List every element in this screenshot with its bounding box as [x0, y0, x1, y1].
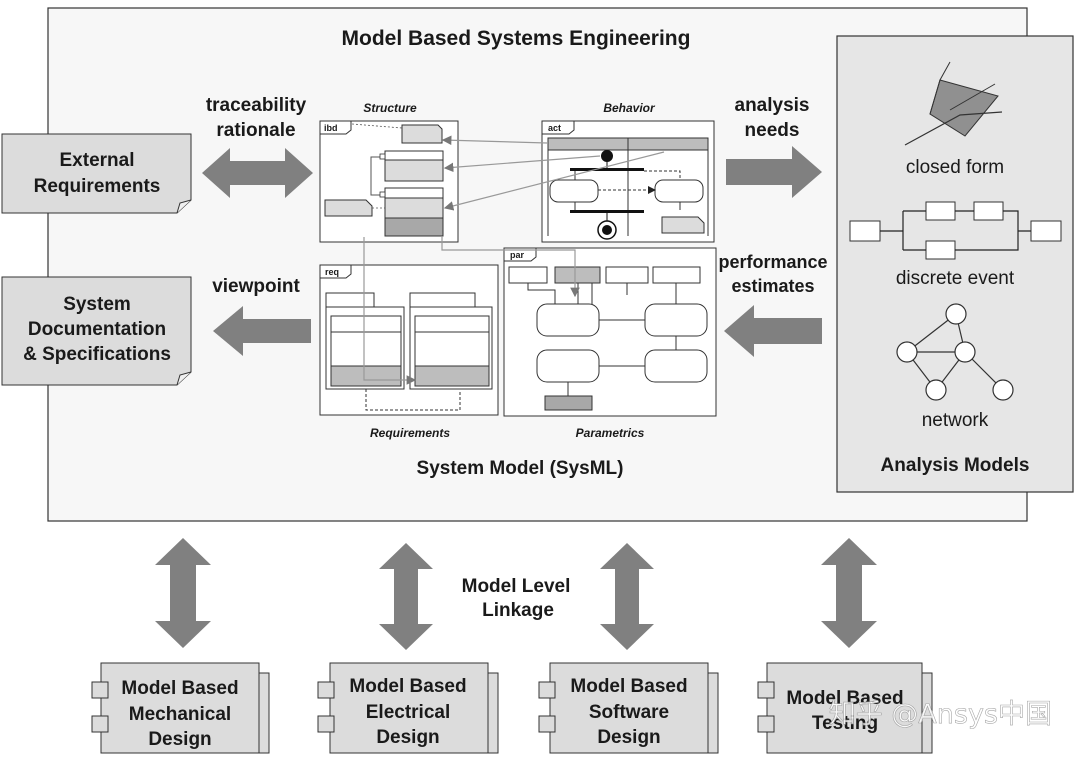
viewpoint-arrow: [213, 306, 311, 356]
mechanical-design-box: Model Based Mechanical Design: [91, 662, 270, 754]
linkage-arrow-testing: [821, 538, 877, 648]
testing-box: Model Based Testing: [757, 662, 933, 754]
linkage-arrow-electrical: [379, 543, 433, 650]
act-tag: act: [548, 123, 561, 133]
system-documentation-line3: & Specifications: [23, 344, 171, 365]
software-line2: Software: [589, 702, 669, 723]
mechanical-line2: Mechanical: [129, 704, 231, 725]
behavior-caption: Behavior: [603, 101, 656, 115]
mechanical-line3: Design: [148, 729, 211, 750]
requirements-caption: Requirements: [370, 426, 450, 440]
estimates-label: estimates: [731, 276, 814, 296]
network-icon: [896, 303, 1014, 401]
ibd-tag: ibd: [324, 123, 338, 133]
electrical-line1: Model Based: [349, 676, 466, 697]
system-documentation-box: System Documentation & Specifications: [1, 276, 192, 386]
linkage-arrow-mechanical: [155, 538, 211, 648]
software-line3: Design: [597, 727, 660, 748]
external-requirements-line2: Requirements: [34, 176, 161, 197]
par-tag: par: [510, 250, 525, 260]
requirements-req-diagram: req Requirements: [319, 264, 499, 440]
structure-caption: Structure: [363, 101, 417, 115]
software-line1: Model Based: [570, 676, 687, 697]
performance-estimates-arrow: [724, 305, 822, 357]
linkage-arrow-software: [600, 543, 654, 650]
external-requirements-box: External Requirements: [1, 133, 192, 214]
viewpoint-label: viewpoint: [212, 276, 300, 297]
cross-diagram-trace-lines: [363, 135, 665, 385]
closed-form-icon: [904, 61, 1003, 146]
closed-form-label: closed form: [906, 157, 1004, 178]
analysis-models-label: Analysis Models: [881, 455, 1030, 476]
behavior-act-diagram: Behavior act: [541, 101, 715, 243]
linkage-label-line2: Linkage: [482, 600, 554, 621]
mechanical-line1: Model Based: [121, 678, 238, 699]
traceability-label: traceability: [206, 95, 307, 116]
structure-ibd-diagram: Structure ibd: [319, 101, 459, 243]
performance-label: performance: [718, 252, 827, 272]
parametrics-caption: Parametrics: [576, 426, 645, 440]
testing-line2: Testing: [812, 713, 878, 734]
system-model-label: System Model (SysML): [417, 458, 624, 479]
parametrics-par-diagram: par Parametrics: [503, 247, 717, 440]
analysis-needs-arrow: [726, 146, 822, 198]
rationale-label: rationale: [216, 120, 295, 141]
linkage-label-line1: Model Level: [462, 576, 571, 597]
discrete-event-label: discrete event: [896, 268, 1015, 289]
network-label: network: [922, 410, 989, 431]
testing-line1: Model Based: [786, 688, 903, 709]
req-tag: req: [325, 267, 339, 277]
needs-label: needs: [745, 120, 800, 141]
analysis-label: analysis: [735, 95, 810, 116]
discrete-event-icon: [849, 201, 1062, 260]
system-documentation-line2: Documentation: [28, 319, 166, 340]
watermark-text: 知乎 @Ansys中国: [829, 699, 1052, 730]
traceability-double-arrow: [202, 148, 313, 198]
main-title: Model Based Systems Engineering: [342, 27, 691, 50]
linkage-arrows: [155, 538, 877, 650]
system-documentation-line1: System: [63, 294, 131, 315]
electrical-line3: Design: [376, 727, 439, 748]
external-requirements-line1: External: [60, 150, 135, 171]
electrical-design-box: Model Based Electrical Design: [317, 662, 499, 754]
software-design-box: Model Based Software Design: [538, 662, 719, 754]
electrical-line2: Electrical: [366, 702, 451, 723]
